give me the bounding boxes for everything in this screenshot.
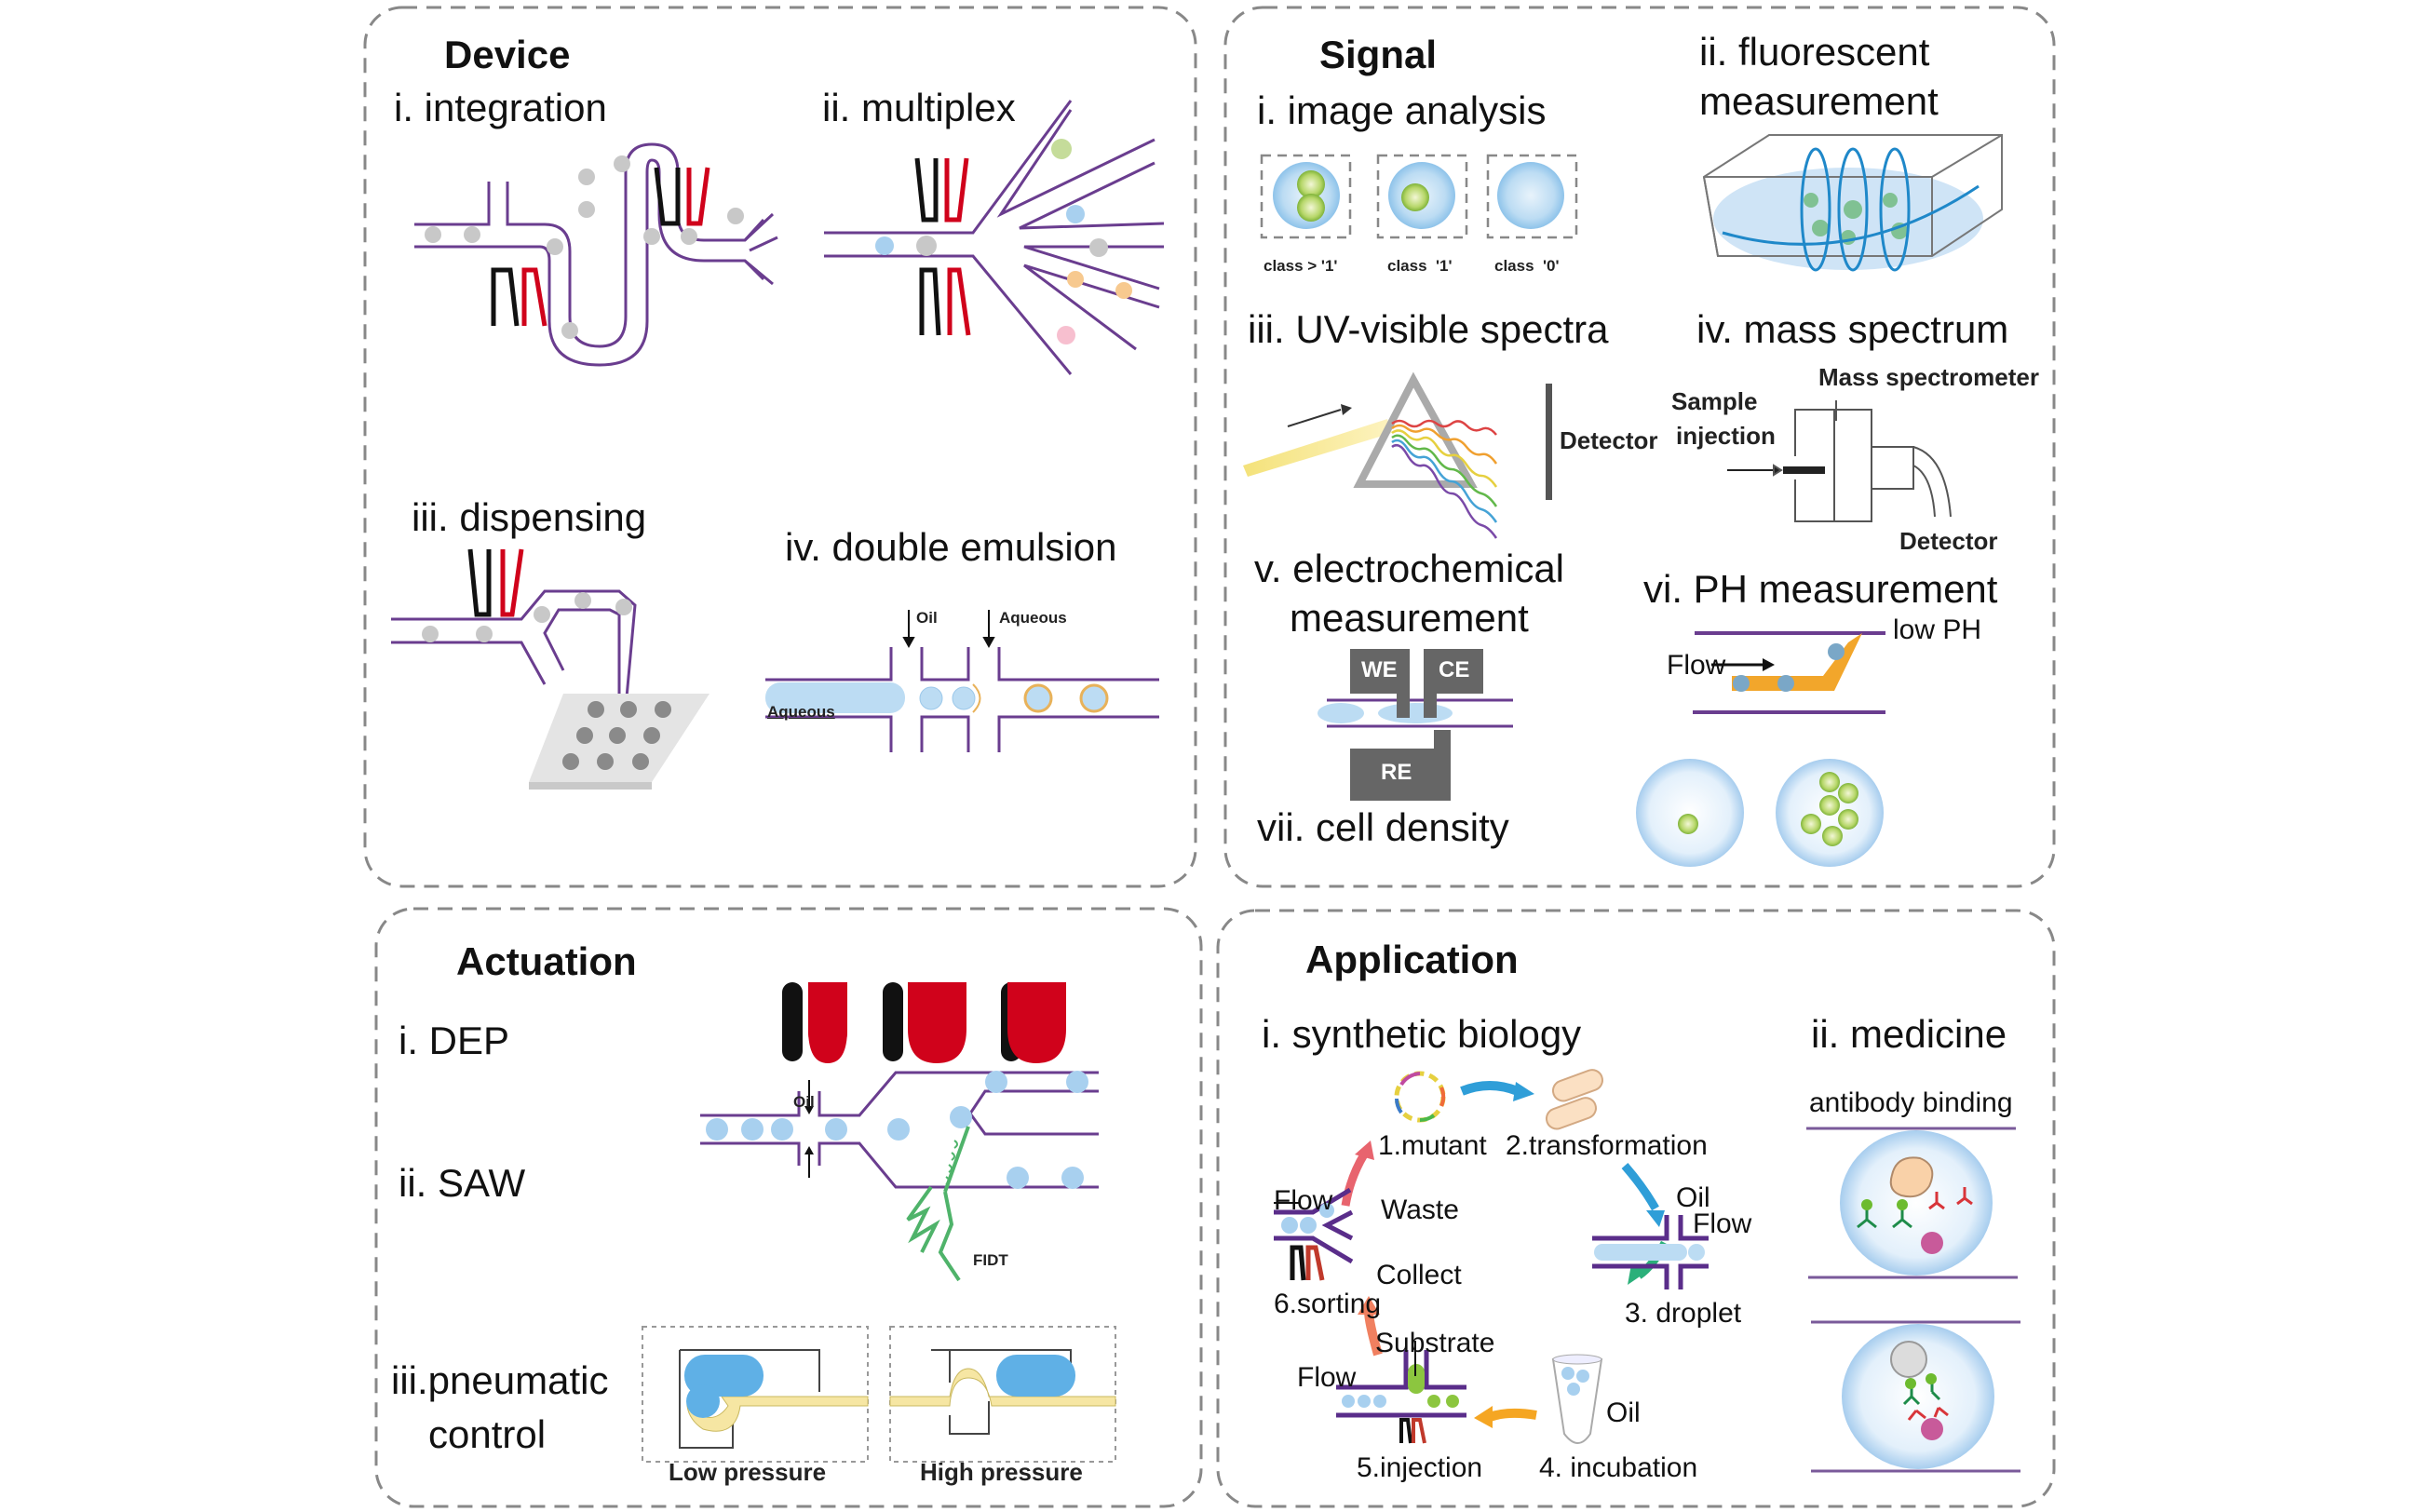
electrode-re: RE <box>1381 760 1412 785</box>
annotation-mass-spectrometer: Mass spectrometer <box>1818 363 2039 391</box>
label-dispensing: iii. dispensing <box>412 495 647 539</box>
step-incubation: 4. incubation <box>1539 1452 1698 1483</box>
annotation-high-pressure: High pressure <box>920 1458 1083 1486</box>
label-medicine: ii. medicine <box>1811 1012 2007 1056</box>
panel-title-device: Device <box>444 33 571 76</box>
panel-title-actuation: Actuation <box>456 939 637 983</box>
mass-spectrum-diagram <box>1727 400 1952 522</box>
label-integration: i. integration <box>394 86 607 129</box>
well-plate <box>529 694 709 790</box>
annotation-waste: Waste <box>1381 1195 1459 1225</box>
medicine-diagram <box>1806 1127 2020 1473</box>
annotation-substrate: Substrate <box>1375 1328 1495 1358</box>
annotation-oil-saw: Oil <box>793 1093 815 1111</box>
panel-title-signal: Signal <box>1319 33 1438 76</box>
annotation-fidt: FIDT <box>973 1251 1008 1269</box>
dispensing-electrodes <box>467 548 524 617</box>
annotation-oil-incubation: Oil <box>1606 1397 1641 1428</box>
annotation-flow-injection: Flow <box>1297 1362 1357 1393</box>
fluorescent-diagram <box>1702 134 2003 272</box>
double-emulsion-diagram <box>765 610 1159 752</box>
annotation-sample: Sample <box>1671 387 1758 415</box>
annotation-injection: injection <box>1676 422 1776 450</box>
electrochemical-diagram <box>1318 649 1513 801</box>
label-pneumatic-line1: iii.pneumatic <box>391 1358 609 1402</box>
annotation-class-gt1: class > '1' <box>1264 257 1338 275</box>
annotation-flow-ph: Flow <box>1667 650 1726 681</box>
dep-electrodes <box>782 982 1066 1063</box>
label-ph-measurement: vi. PH measurement <box>1643 567 1998 611</box>
panel-actuation-border <box>374 907 1203 1508</box>
uv-visible-diagram <box>1243 371 1552 539</box>
label-saw: ii. SAW <box>399 1161 526 1205</box>
label-pneumatic-line2: control <box>428 1412 547 1456</box>
annotation-aqueous-channel: Aqueous <box>767 703 835 721</box>
annotation-oil: Oil <box>916 609 938 627</box>
panel-signal-border <box>1223 6 2056 888</box>
multiplex-droplets <box>875 139 1132 344</box>
annotation-flow-sorting: Flow <box>1274 1185 1333 1216</box>
panel-application-border <box>1216 909 2056 1508</box>
label-cell-density: vii. cell density <box>1257 805 1509 849</box>
label-fluorescent-line2: measurement <box>1699 79 1939 123</box>
step-mutant: 1.mutant <box>1378 1130 1487 1161</box>
ph-diagram <box>1693 631 1885 714</box>
saw-diagram <box>700 1071 1099 1282</box>
electrode-ce: CE <box>1439 657 1470 682</box>
integration-diagram <box>414 142 778 367</box>
step-sorting: 6.sorting <box>1274 1289 1382 1319</box>
label-electrochemical-line1: v. electrochemical <box>1254 547 1565 590</box>
integration-droplets <box>425 155 744 339</box>
annotation-low-pressure: Low pressure <box>669 1458 827 1486</box>
label-multiplex: ii. multiplex <box>822 86 1016 129</box>
label-mass-spectrum: iv. mass spectrum <box>1696 307 2009 351</box>
label-synthetic-biology: i. synthetic biology <box>1262 1012 1582 1056</box>
multiplex-electrodes <box>914 157 971 336</box>
annotation-collect: Collect <box>1376 1260 1462 1290</box>
annotation-oil-droplet: Oil <box>1676 1182 1710 1213</box>
pneumatic-diagram <box>642 1326 1116 1463</box>
label-fluorescent-line1: ii. fluorescent <box>1699 30 1930 74</box>
label-uv-visible: iii. UV-visible spectra <box>1248 307 1609 351</box>
step-droplet: 3. droplet <box>1625 1298 1742 1329</box>
label-electrochemical-line2: measurement <box>1290 596 1529 640</box>
image-analysis-diagram <box>1260 154 1578 239</box>
step-transformation: 2.transformation <box>1506 1130 1708 1161</box>
dispensing-droplets <box>422 592 632 642</box>
synthetic-biology-diagram <box>1274 1069 1709 1444</box>
annotation-low-ph: low PH <box>1893 614 1982 645</box>
annotation-detector-ms: Detector <box>1899 527 1998 555</box>
step-injection: 5.injection <box>1357 1452 1483 1483</box>
annotation-flow-droplet: Flow <box>1693 1208 1752 1239</box>
label-image-analysis: i. image analysis <box>1257 88 1547 132</box>
annotation-class-0: class '0' <box>1494 257 1560 275</box>
integration-electrodes <box>491 167 710 327</box>
label-dep: i. DEP <box>399 1019 510 1062</box>
multiplex-diagram <box>824 100 1165 375</box>
electrode-we: WE <box>1361 657 1398 682</box>
annotation-aqueous-inlet: Aqueous <box>999 609 1067 627</box>
annotation-antibody-binding: antibody binding <box>1809 1087 2013 1118</box>
label-double-emulsion: iv. double emulsion <box>785 525 1117 569</box>
cell-density-diagram <box>1636 759 1884 867</box>
annotation-class-1: class '1' <box>1387 257 1453 275</box>
panel-device-border <box>363 6 1197 888</box>
panel-title-application: Application <box>1305 938 1519 981</box>
annotation-detector-uv: Detector <box>1560 426 1658 454</box>
